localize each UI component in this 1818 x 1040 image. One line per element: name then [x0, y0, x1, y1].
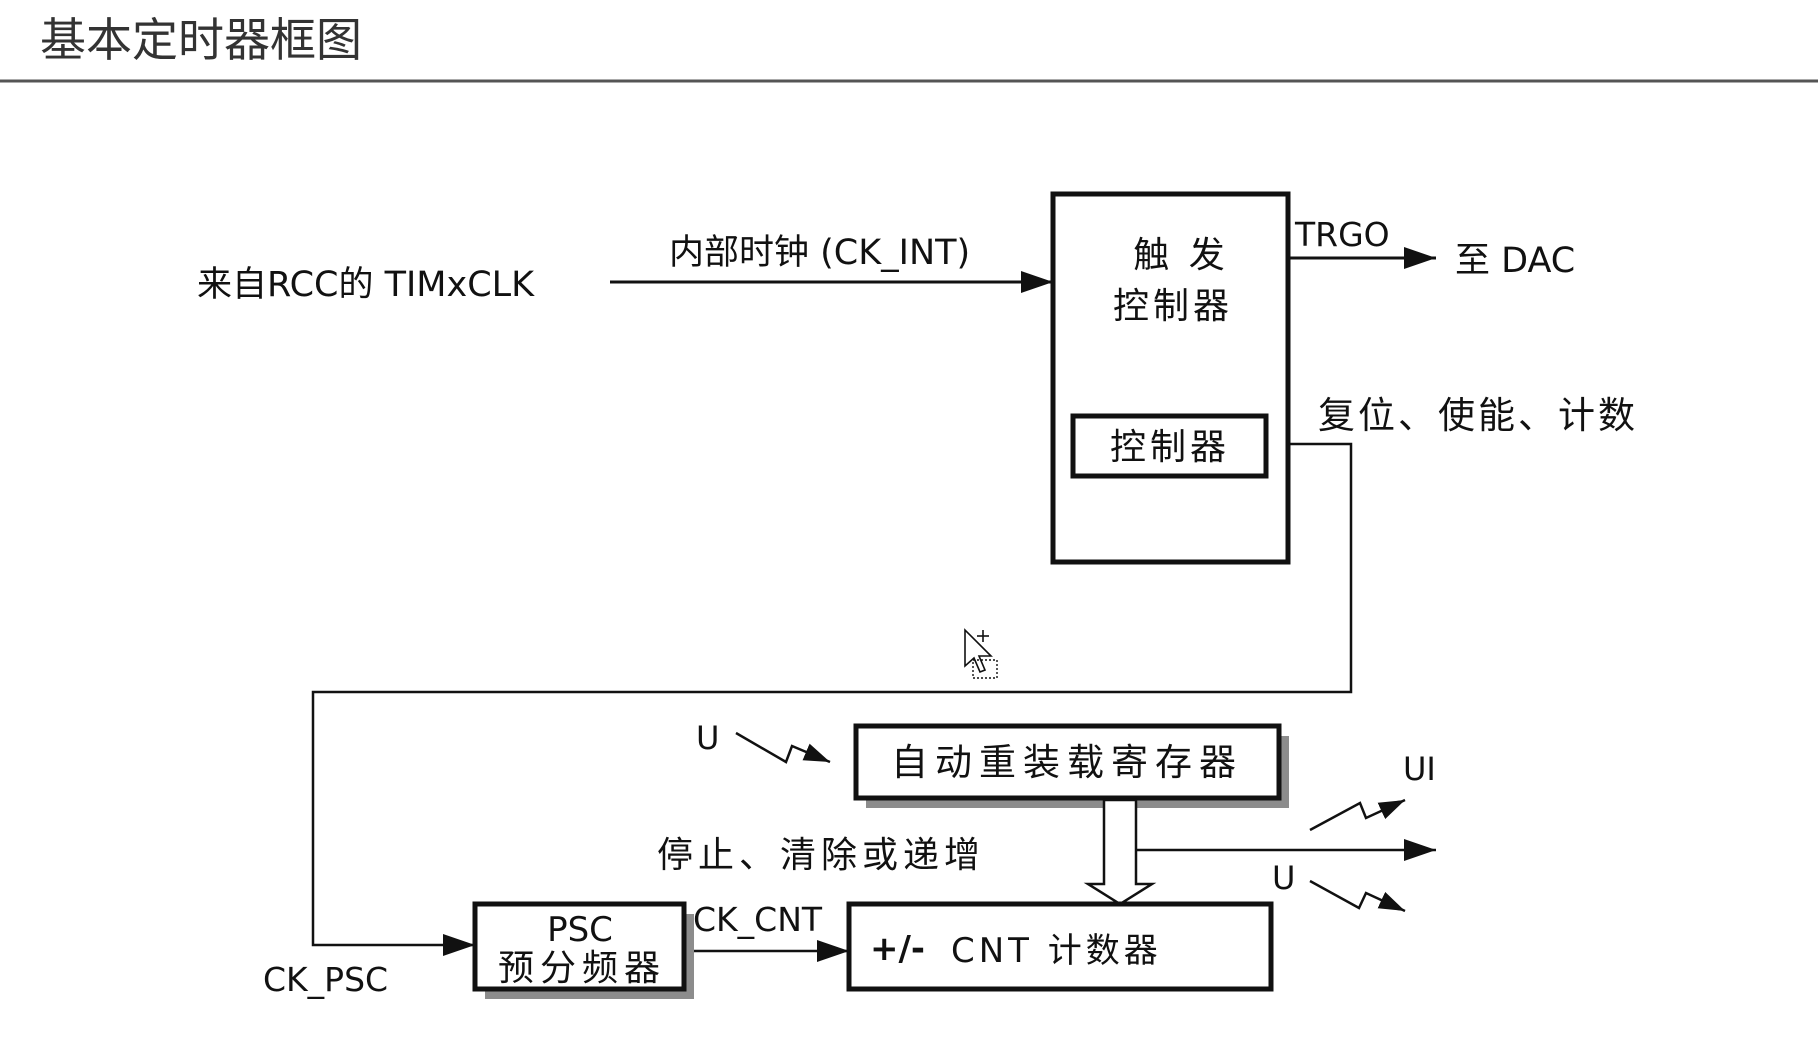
trigger-controller-label-line1: 触 发 — [1133, 235, 1228, 276]
cnt-direction-sign: +/- — [870, 929, 925, 969]
auto-reload-register-label: 自动重装载寄存器 — [891, 741, 1243, 784]
inner-controller-box — [1070, 413, 1269, 479]
dac-label: 至 DAC — [1455, 241, 1575, 281]
update-label-right: U — [1272, 859, 1295, 897]
trigger-controller-box — [1050, 191, 1291, 565]
stop-clear-increment-label: 停止、清除或递增 — [657, 835, 985, 876]
prescaler-label: 预分频器 — [498, 948, 666, 989]
update-event-lightning-arrow — [735, 731, 831, 764]
ck-cnt-label: CK_CNT — [693, 900, 823, 939]
psc-prescaler-box — [472, 901, 687, 992]
ck-psc-label: CK_PSC — [263, 960, 388, 999]
trgo-label: TRGO — [1294, 215, 1390, 254]
update-interrupt-lightning-arrow — [1309, 798, 1406, 832]
auto-reload-register-box — [853, 723, 1282, 801]
cnt-counter-label: CNT 计数器 — [951, 931, 1162, 971]
control-feedback-path — [311, 442, 1353, 956]
cnt-counter-box — [846, 901, 1274, 992]
page-title: 基本定时器框图 — [40, 13, 362, 67]
timxclk-input-label: 来自RCC的 TIMxCLK — [197, 265, 535, 305]
update-event-output-lightning-arrow — [1309, 879, 1406, 913]
update-label-arr: U — [696, 719, 719, 757]
trigger-controller-label-line2: 控制器 — [1113, 286, 1233, 327]
update-interrupt-label: UI — [1403, 750, 1436, 788]
mouse-cursor-icon — [964, 628, 998, 679]
reset-enable-count-label: 复位、使能、计数 — [1318, 394, 1638, 437]
internal-clock-label: 内部时钟 (CK_INT) — [669, 233, 970, 273]
inner-controller-label: 控制器 — [1110, 427, 1230, 468]
psc-label: PSC — [547, 910, 613, 950]
arr-to-cnt-hollow-arrow — [1083, 798, 1157, 906]
